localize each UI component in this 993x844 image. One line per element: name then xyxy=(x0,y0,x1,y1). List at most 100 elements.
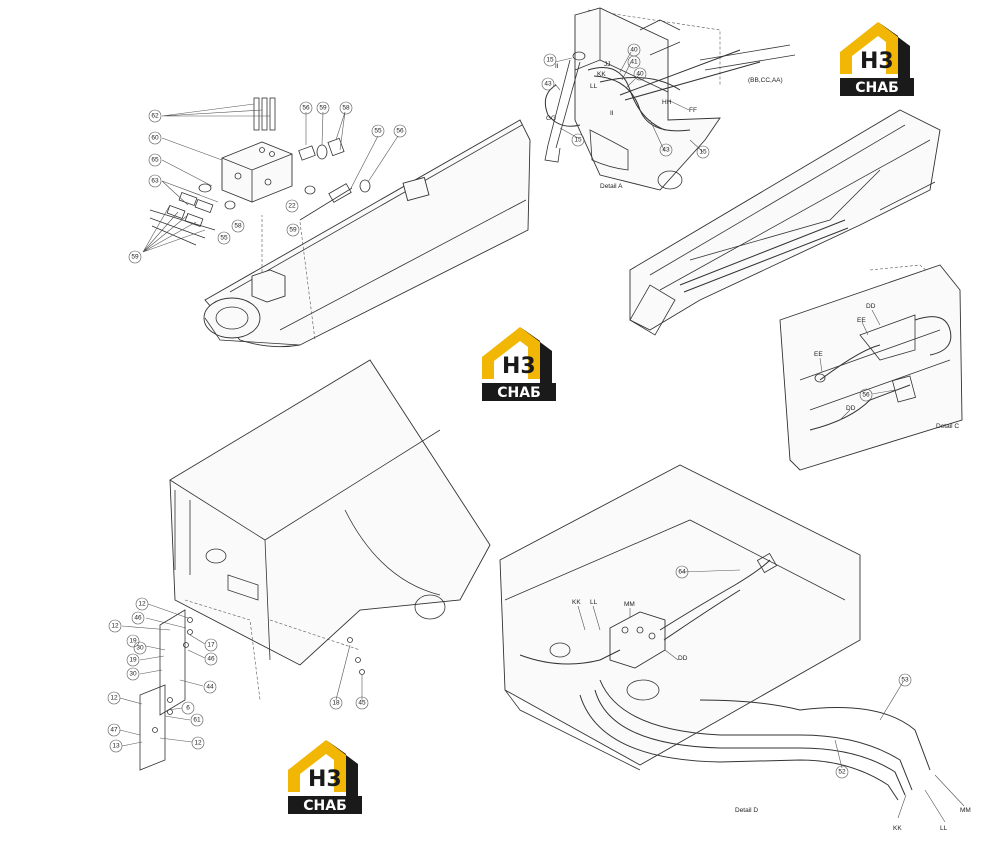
svg-text:19: 19 xyxy=(129,657,137,664)
label: LL xyxy=(590,83,598,90)
callout: 58 xyxy=(339,101,353,115)
callout: 43 xyxy=(541,77,555,91)
svg-text:СНАБ: СНАБ xyxy=(855,80,899,96)
svg-text:12: 12 xyxy=(111,623,119,630)
callout: 30 xyxy=(126,667,140,681)
callout: 44 xyxy=(203,680,217,694)
callout: 65 xyxy=(148,153,162,167)
callout: 56 xyxy=(299,101,313,115)
detail-d-caption: Detail D xyxy=(735,807,758,814)
callout: 46 xyxy=(131,611,145,625)
svg-text:12: 12 xyxy=(110,695,118,702)
callouts-lower-left: 12 46 12 30 19 19 30 17 46 44 12 6 61 47… xyxy=(107,597,369,753)
svg-text:55: 55 xyxy=(220,235,228,242)
svg-text:63: 63 xyxy=(151,178,159,185)
callout: 58 xyxy=(231,219,245,233)
svg-text:15: 15 xyxy=(546,57,554,64)
label: JJ xyxy=(604,61,611,68)
svg-text:15: 15 xyxy=(574,137,582,144)
upper-left-assembly: 62 60 65 63 59 58 56 59 55 56 22 59 55 5… xyxy=(128,97,531,348)
callout: 60 xyxy=(148,131,162,145)
callout: 43 xyxy=(659,143,673,157)
detail-d-callouts: 64 KK LL MM DD 53 52 KK LL MM xyxy=(572,565,971,832)
svg-text:СНАБ: СНАБ xyxy=(303,798,347,814)
svg-text:43: 43 xyxy=(544,81,552,88)
svg-text:58: 58 xyxy=(342,105,350,112)
label: HH xyxy=(662,99,672,106)
callout: 61 xyxy=(190,713,204,727)
svg-text:СНАБ: СНАБ xyxy=(497,385,541,401)
svg-text:43: 43 xyxy=(662,147,670,154)
label: DD xyxy=(678,655,688,662)
svg-text:12: 12 xyxy=(194,740,202,747)
callout: 19 xyxy=(126,634,140,648)
label: II xyxy=(610,110,614,117)
callouts-upper-left: 62 60 65 63 59 58 56 59 55 56 22 59 55 5… xyxy=(128,101,407,264)
svg-text:52: 52 xyxy=(838,769,846,776)
callout: 6 xyxy=(181,701,195,715)
label: FF xyxy=(689,107,697,114)
svg-text:56: 56 xyxy=(396,128,404,135)
label: DD xyxy=(866,303,876,310)
svg-text:60: 60 xyxy=(151,135,159,142)
svg-text:H3: H3 xyxy=(860,49,894,74)
callout: 15 xyxy=(543,53,557,67)
label: (BB,CC,AA) xyxy=(748,77,783,84)
detail-a: 15 II 43 40 41 40 JJ KK LL HH II 15 43 1… xyxy=(541,7,796,191)
svg-text:59: 59 xyxy=(319,105,327,112)
label: MM xyxy=(624,601,635,608)
label: LL xyxy=(590,599,598,606)
callout: 55 xyxy=(371,124,385,138)
label: LL xyxy=(940,825,948,832)
svg-text:56: 56 xyxy=(862,392,870,399)
detail-c: DD EE EE DD 56 Detail C xyxy=(779,264,963,471)
label: KK xyxy=(893,825,902,832)
svg-text:45: 45 xyxy=(358,700,366,707)
svg-text:44: 44 xyxy=(206,684,214,691)
callout: 40 xyxy=(633,67,647,81)
svg-text:59: 59 xyxy=(289,227,297,234)
svg-text:17: 17 xyxy=(207,642,215,649)
svg-text:6: 6 xyxy=(186,705,190,712)
callout: 59 xyxy=(128,250,142,264)
callout: 53 xyxy=(898,673,912,687)
label: KK xyxy=(572,599,581,606)
callout: 56 xyxy=(393,124,407,138)
callout: 55 xyxy=(217,231,231,245)
svg-text:19: 19 xyxy=(129,638,137,645)
watermark-logo: H3 СНАБ xyxy=(288,740,362,814)
svg-text:15: 15 xyxy=(699,149,707,156)
callout: 15 xyxy=(571,133,585,147)
callout: 41 xyxy=(627,55,641,69)
watermark-logo: H3 СНАБ xyxy=(482,327,556,401)
svg-text:41: 41 xyxy=(630,59,638,66)
label: MM xyxy=(960,807,971,814)
label: GG xyxy=(546,115,556,122)
svg-text:62: 62 xyxy=(151,113,159,120)
callout: 62 xyxy=(148,109,162,123)
callout: 19 xyxy=(126,653,140,667)
svg-text:H3: H3 xyxy=(308,767,342,792)
svg-text:59: 59 xyxy=(131,254,139,261)
svg-text:64: 64 xyxy=(678,569,686,576)
svg-text:47: 47 xyxy=(110,727,118,734)
label: II xyxy=(555,63,559,70)
svg-text:58: 58 xyxy=(234,223,242,230)
label: KK xyxy=(597,71,606,78)
svg-text:22: 22 xyxy=(288,203,296,210)
svg-text:46: 46 xyxy=(134,615,142,622)
callout: 12 xyxy=(191,736,205,750)
callout: 18 xyxy=(329,696,343,710)
svg-text:40: 40 xyxy=(636,71,644,78)
svg-text:12: 12 xyxy=(138,601,146,608)
valve-manifold xyxy=(221,141,293,203)
svg-text:56: 56 xyxy=(302,105,310,112)
svg-text:61: 61 xyxy=(193,717,201,724)
callout: 64 xyxy=(675,565,689,579)
callout: 59 xyxy=(286,223,300,237)
svg-text:30: 30 xyxy=(136,645,144,652)
detail-d: 64 KK LL MM DD 53 52 KK LL MM Detail D xyxy=(499,464,971,832)
svg-text:30: 30 xyxy=(129,671,137,678)
callout: 13 xyxy=(109,739,123,753)
